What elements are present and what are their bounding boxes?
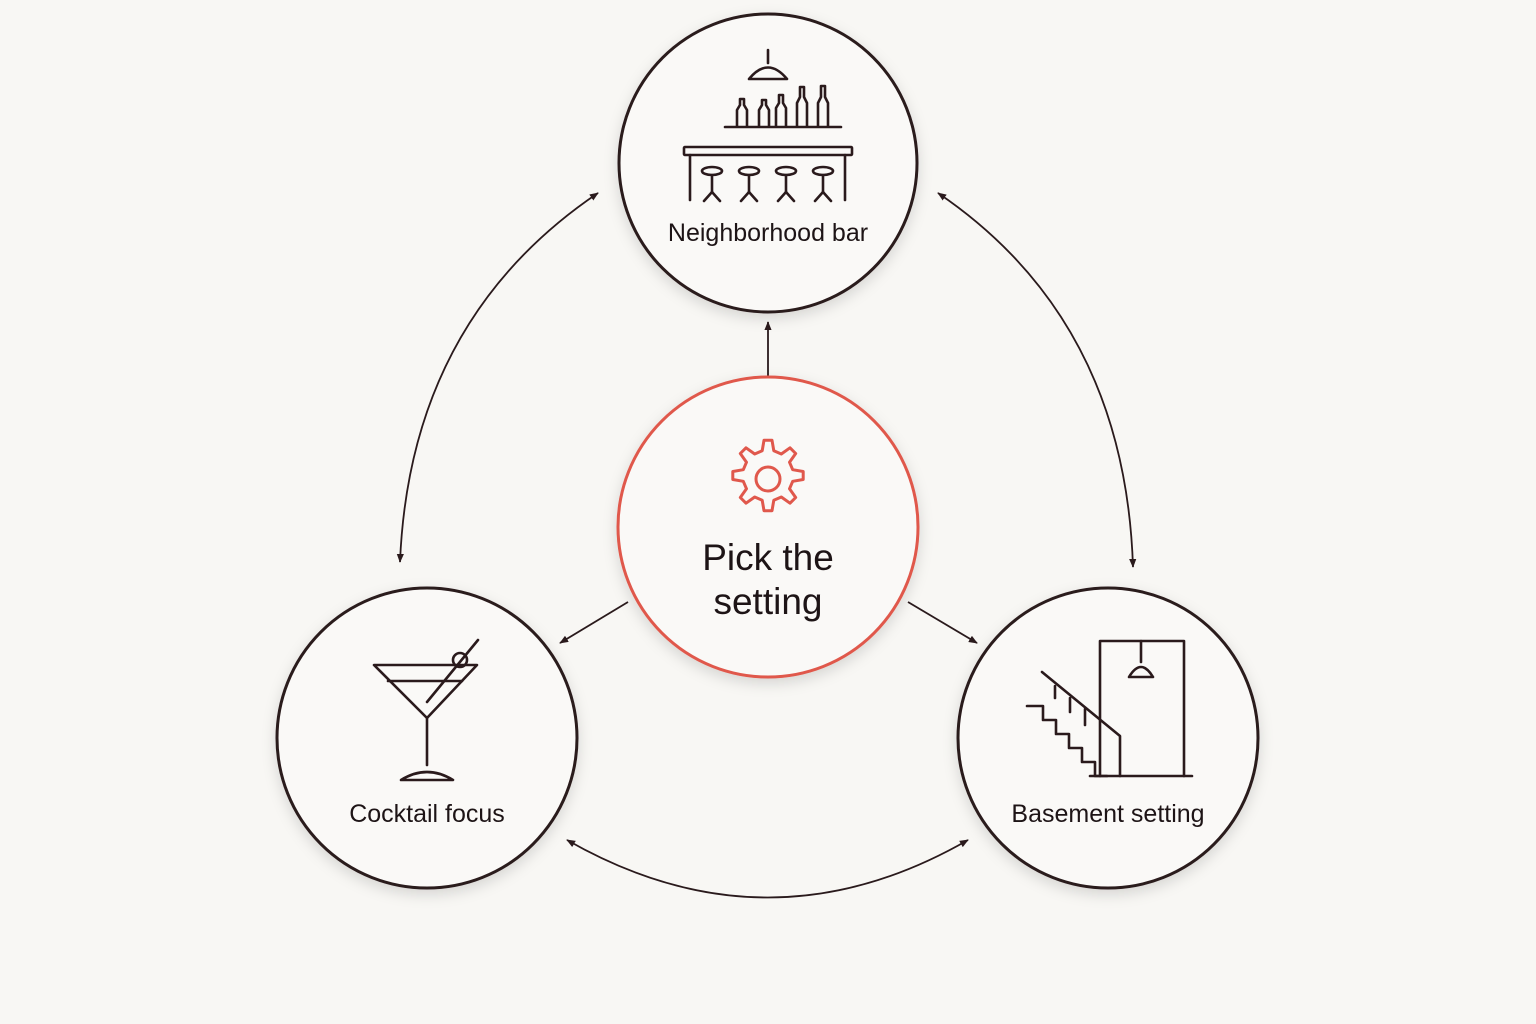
node-cocktail-focus: Cocktail focus <box>275 586 579 890</box>
arrow-center-right <box>907 601 978 644</box>
arrow-top-left <box>396 192 599 563</box>
martini-glass-icon <box>372 638 480 782</box>
bar-counter-icon <box>682 48 854 203</box>
arrow-center-left <box>559 601 629 644</box>
node-label-basement-setting: Basement setting <box>1011 800 1204 828</box>
node-label-cocktail-focus: Cocktail focus <box>349 800 505 828</box>
center-pick-setting: Pick the setting <box>616 375 920 679</box>
node-neighborhood-bar: Neighborhood bar <box>617 12 919 314</box>
center-title-line2: setting <box>713 581 822 622</box>
basement-stairs-icon <box>1025 639 1194 778</box>
gear-icon <box>731 438 805 513</box>
arrow-top-right <box>937 192 1137 568</box>
node-label-neighborhood-bar: Neighborhood bar <box>668 219 868 247</box>
center-title-line1: Pick the <box>702 537 834 578</box>
arrow-left-right <box>566 839 969 899</box>
node-basement-setting: Basement setting <box>956 586 1260 890</box>
